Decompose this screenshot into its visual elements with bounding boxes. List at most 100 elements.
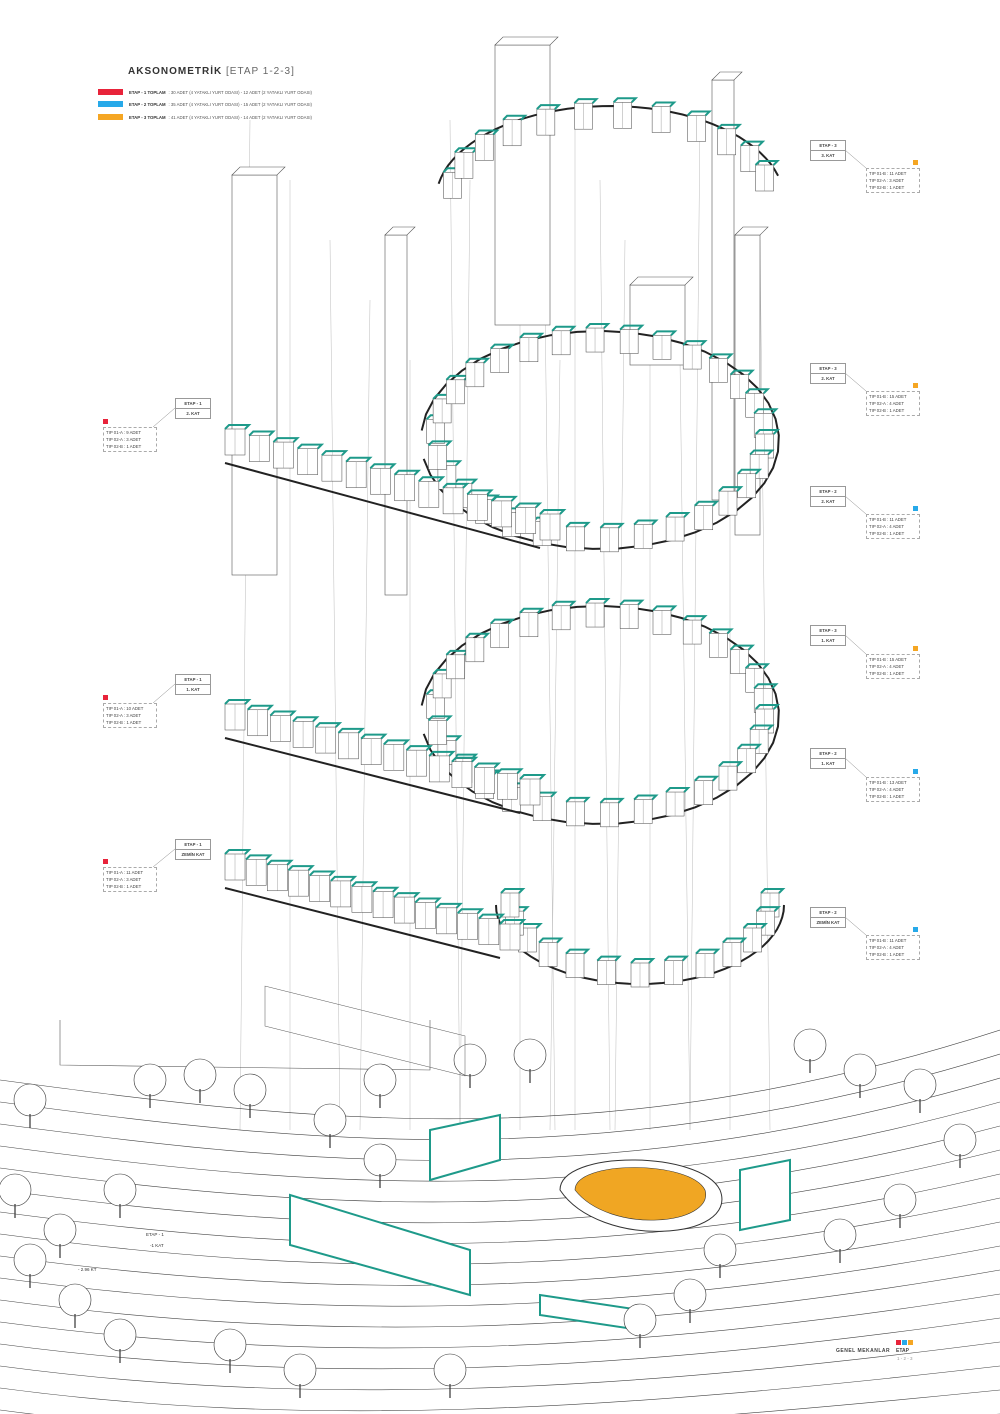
room-outline	[405, 745, 433, 751]
etap-color-square	[103, 859, 108, 864]
kat-label: 1. KAT	[186, 687, 200, 692]
room-outline	[754, 704, 781, 710]
room-type-item: TIP 02-B : 1 ADET	[869, 185, 905, 190]
tree	[623, 1303, 657, 1337]
dorm-room	[321, 450, 349, 482]
room-outline	[633, 519, 659, 526]
room-outline	[536, 104, 562, 110]
site-level-label: - 2.96 KT	[78, 1267, 97, 1272]
room-type-item: TIP 02-A : 3 ADET	[106, 713, 142, 718]
room-outline	[596, 955, 622, 962]
legend-etap-1: ETAP - 1 TOPLAM: 30 ADET (4 YATAKLI YURT…	[98, 89, 312, 95]
room-outline	[519, 607, 545, 614]
dorm-room	[427, 715, 453, 745]
dorm-room	[599, 797, 625, 828]
floor-2	[224, 323, 781, 553]
room-outline	[330, 875, 358, 882]
room-outline	[269, 710, 297, 717]
room-type-item: TIP 02-A : 4 ADET	[869, 787, 905, 792]
dorm-room	[519, 774, 547, 806]
legend-swatch	[98, 89, 123, 95]
room-outline	[619, 599, 645, 606]
dorm-room	[573, 98, 599, 130]
tree	[13, 1243, 47, 1277]
dorm-room	[596, 955, 622, 985]
dorm-room	[585, 598, 611, 628]
tree	[823, 1218, 857, 1252]
projection-line	[614, 239, 626, 1131]
leader-line	[844, 495, 867, 515]
footer-general-spaces: GENEL MEKANLAR	[836, 1348, 891, 1354]
room-outline	[248, 430, 276, 437]
room-outline	[321, 450, 349, 456]
room-outline	[454, 147, 480, 154]
dorm-room	[619, 324, 645, 354]
corridor-edge	[420, 329, 780, 550]
dorm-room	[245, 854, 273, 886]
dorm-room	[369, 463, 397, 495]
dorm-room	[315, 722, 343, 754]
tree	[703, 1233, 737, 1267]
room-outline	[736, 743, 763, 750]
kat-label: 2. KAT	[186, 411, 200, 416]
room-outline	[682, 340, 708, 346]
legend-swatch	[98, 114, 123, 120]
contour-line	[0, 1029, 1000, 1120]
room-outline	[760, 888, 786, 894]
dorm-room	[287, 865, 315, 897]
room-type-item: TIP 01-A : 10 ADET	[106, 706, 144, 711]
etap-color-square	[913, 646, 918, 651]
room-type-item: TIP 02-A : 4 ADET	[869, 664, 905, 669]
dorm-room	[490, 343, 516, 373]
dorm-room	[599, 522, 625, 553]
tree	[103, 1173, 137, 1207]
tree	[943, 1123, 977, 1157]
site-kat-label: -1 KAT	[150, 1243, 164, 1248]
dorm-room	[496, 768, 524, 800]
floor-1	[224, 598, 781, 828]
leader-line	[152, 407, 176, 428]
room-outline	[729, 369, 755, 376]
dorm-room	[490, 495, 518, 528]
room-outline	[473, 762, 502, 769]
dorm-room	[292, 716, 320, 748]
tree	[793, 1028, 827, 1062]
dorm-room	[418, 476, 446, 508]
dorm-room	[445, 374, 471, 405]
room-outline	[753, 408, 779, 415]
room-outline	[315, 722, 343, 728]
dorm-room	[722, 937, 748, 967]
room-outline	[742, 923, 768, 929]
projection-line	[679, 359, 691, 1131]
dorm-room	[456, 908, 485, 940]
dorm-room	[372, 886, 400, 918]
room-outline	[246, 704, 275, 711]
room-outline	[585, 598, 611, 604]
room-outline	[652, 330, 678, 337]
room-outline	[465, 357, 491, 364]
stair-tower	[384, 226, 416, 596]
dorm-room	[405, 745, 433, 777]
dorm-room	[414, 897, 442, 929]
room-outline	[612, 97, 639, 103]
tree	[233, 1073, 267, 1107]
room-outline	[383, 739, 411, 746]
dorm-room	[754, 429, 781, 459]
room-type-item: TIP 02-A : 4 ADET	[869, 401, 905, 406]
room-outline	[393, 469, 422, 476]
dorm-room	[473, 762, 502, 794]
room-outline	[478, 913, 506, 920]
room-outline	[686, 110, 712, 117]
tower-roof	[711, 71, 743, 81]
dorm-room	[246, 704, 275, 737]
room-outline	[755, 906, 781, 912]
etap-color-square	[913, 383, 918, 388]
